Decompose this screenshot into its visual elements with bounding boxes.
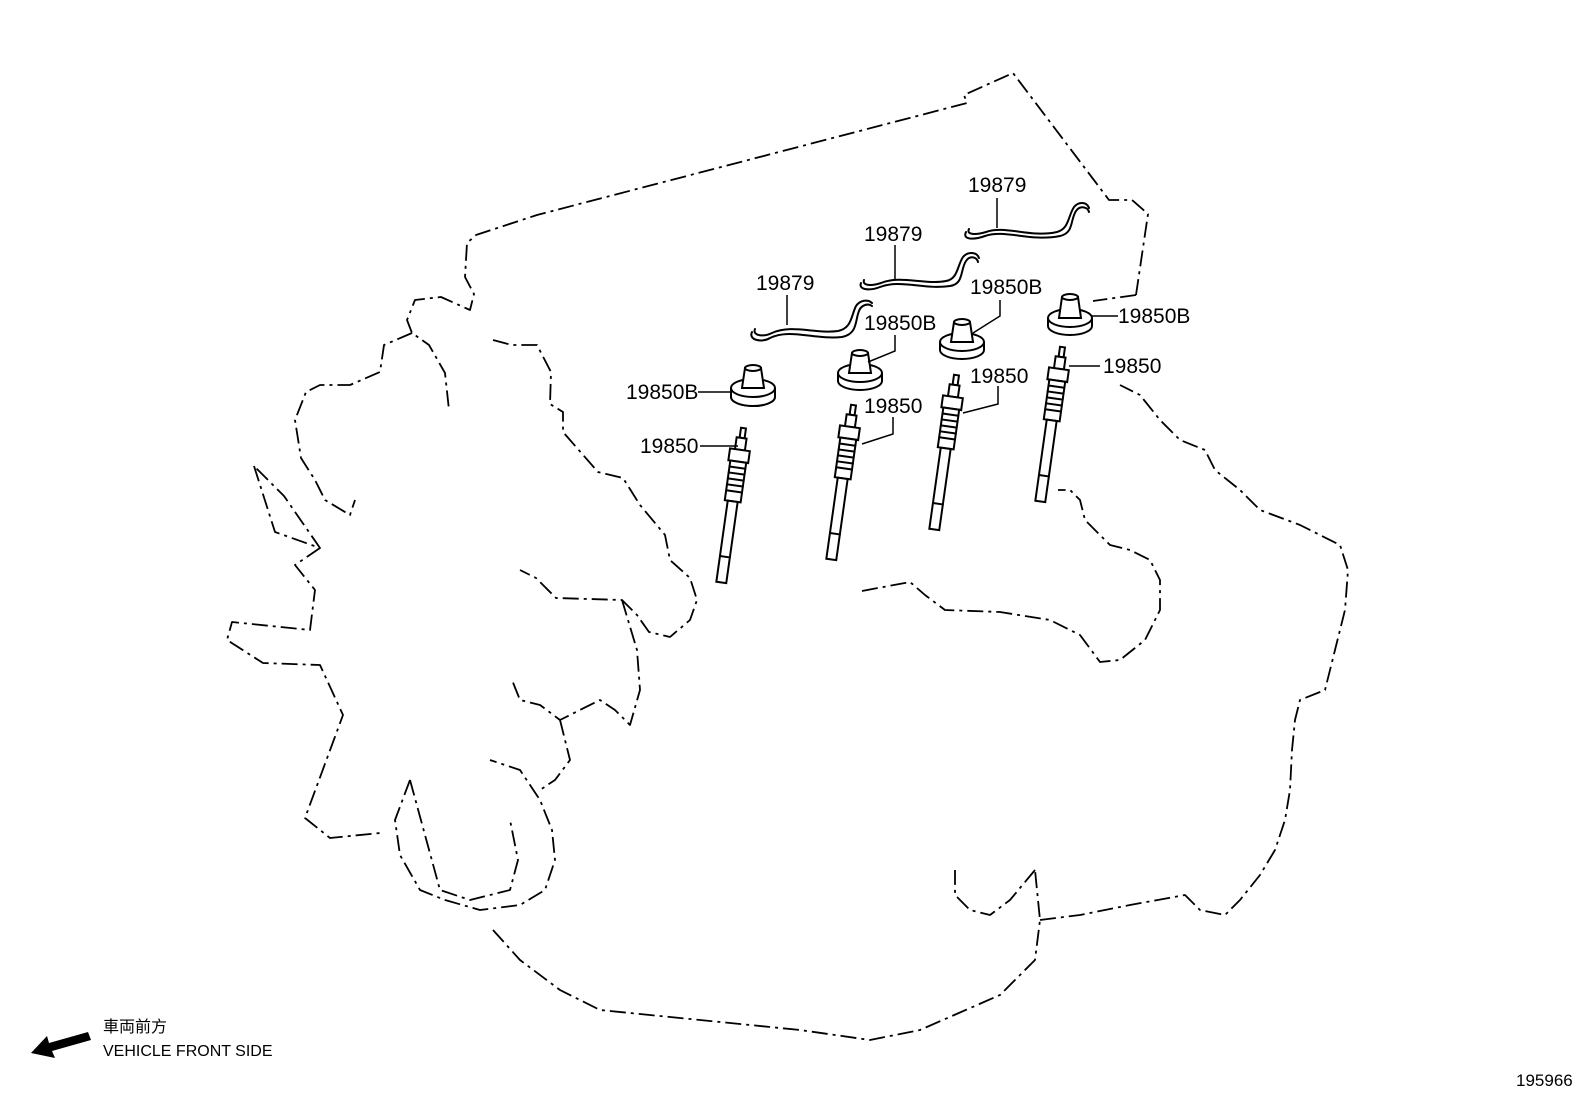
callout-labels: 19879 19879 19879 19850B 19850B 19850B 1… xyxy=(626,174,1190,458)
callout-plug-1: 19850 xyxy=(640,435,698,458)
insulator-2 xyxy=(837,349,883,391)
vehicle-front-indicator: 車両前方 VEHICLE FRONT SIDE xyxy=(31,1018,273,1060)
glow-plug-2 xyxy=(825,403,861,562)
callout-wire-3: 19879 xyxy=(968,174,1026,197)
leader-insulator-2 xyxy=(867,335,896,363)
front-label-en: VEHICLE FRONT SIDE xyxy=(103,1043,273,1060)
callout-insulator-3: 19850B xyxy=(970,276,1042,299)
glow-plug-1 xyxy=(715,426,751,585)
front-label-jp: 車両前方 xyxy=(103,1018,167,1036)
arrow-left-down-icon xyxy=(31,1032,91,1058)
callout-insulator-2: 19850B xyxy=(864,312,936,335)
callout-plug-3: 19850 xyxy=(970,365,1028,388)
engine-outline xyxy=(226,72,1349,1041)
leader-insulator-3 xyxy=(972,300,1001,334)
insulator-4 xyxy=(1047,293,1093,336)
insulator-1 xyxy=(730,364,776,407)
glow-plug-4 xyxy=(1034,345,1070,504)
glow-plug-wire-1 xyxy=(750,299,873,342)
leader-lines xyxy=(698,198,1118,447)
callout-insulator-4: 19850B xyxy=(1118,305,1190,328)
leader-plug-3 xyxy=(962,386,999,414)
callout-wire-2: 19879 xyxy=(864,223,922,246)
callout-wire-1: 19879 xyxy=(756,272,814,295)
callout-insulator-1: 19850B xyxy=(626,381,698,404)
leader-plug-2 xyxy=(861,417,894,445)
callout-plug-4: 19850 xyxy=(1103,355,1161,378)
glow-plug-wire-3 xyxy=(964,202,1090,240)
insulator-3 xyxy=(939,318,985,360)
figure-number: 195966 xyxy=(1516,1071,1573,1090)
callout-plug-2: 19850 xyxy=(864,395,922,418)
glow-plug-3 xyxy=(928,373,964,532)
glow-plug-wire-2 xyxy=(859,252,980,291)
